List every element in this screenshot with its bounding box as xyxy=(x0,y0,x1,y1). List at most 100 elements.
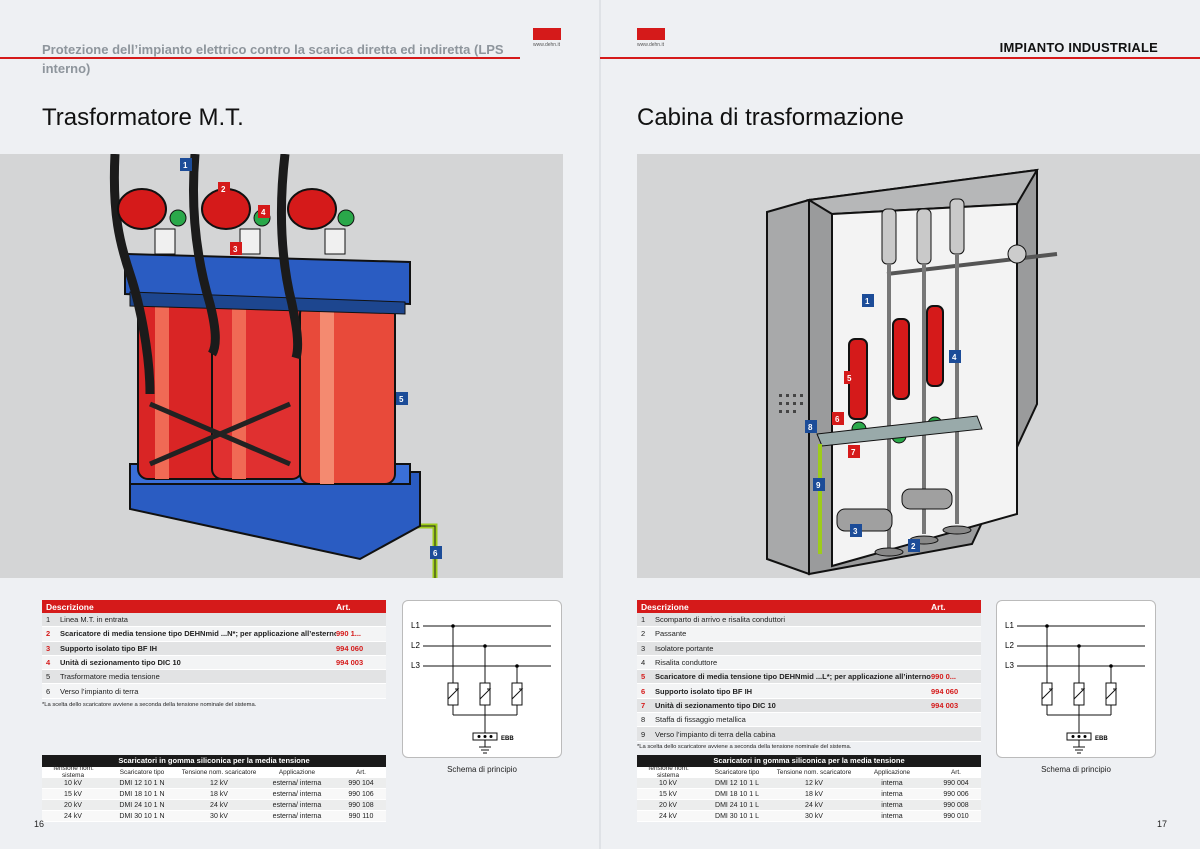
dehn-logo-right: www.dehn.it xyxy=(637,14,667,48)
description-cell-desc: Supporto isolato tipo BF IH xyxy=(60,643,158,653)
schema-drawing: L1 L2 L3 EBB xyxy=(1005,621,1145,754)
page-title-right: Cabina di trasformazione xyxy=(637,104,904,131)
description-cell-n: 7 xyxy=(641,700,646,710)
silicone-header-cell: Applicazione xyxy=(873,768,911,776)
tag-4: 4 xyxy=(949,350,961,363)
silicone-header-cell: Scaricatore tipo xyxy=(714,768,760,776)
description-cell-n: 2 xyxy=(641,629,646,639)
silicone-cell: 990 104 xyxy=(348,779,374,787)
description-cell-desc: Risalita conduttore xyxy=(655,658,718,668)
silicone-cell: interna xyxy=(881,790,903,798)
silicone-header-cell: Tensione nom. scaricatore xyxy=(181,768,257,776)
tag-6: 6 xyxy=(430,546,442,559)
tag-5: 5 xyxy=(844,371,856,384)
svg-text:1: 1 xyxy=(183,161,188,170)
silicone-cell: esterna/ interna xyxy=(272,790,322,798)
description-cell-art: 994 003 xyxy=(336,658,364,668)
transformer-drawing: 1 2 3 4 5 6 xyxy=(109,154,442,578)
schema-diagram-left: L1 L2 L3 EBB xyxy=(402,600,562,758)
silicone-cell: 990 006 xyxy=(943,790,969,798)
silicone-header-cell: Applicazione xyxy=(278,768,316,776)
description-cell-desc: Scaricatore di media tensione tipo DEHNm… xyxy=(60,629,336,639)
svg-text:7: 7 xyxy=(851,448,856,457)
silicone-cell: 24 kV xyxy=(64,812,82,820)
tag-1: 1 xyxy=(180,158,192,171)
tag-3: 3 xyxy=(230,242,242,255)
svg-text:EBB: EBB xyxy=(501,736,514,742)
silicone-cell: 990 108 xyxy=(348,801,374,809)
tag-4: 4 xyxy=(258,205,270,218)
description-cell-n: 5 xyxy=(46,672,51,682)
silicone-cell: interna xyxy=(881,812,903,820)
silicone-header-cell: Tensione nom. scaricatore xyxy=(776,768,852,776)
silicone-cell: 18 kV xyxy=(210,790,228,798)
description-row: 5 Trasformatore media tensione xyxy=(42,670,386,685)
svg-text:6: 6 xyxy=(835,415,840,424)
silicone-cell: DMI 24 10 1 L xyxy=(715,801,759,809)
silicone-cell: 24 kV xyxy=(805,801,823,809)
silicone-cell: 10 kV xyxy=(64,779,82,787)
description-cell-art: 990 1... xyxy=(336,629,362,639)
silicone-cell: 24 kV xyxy=(210,801,228,809)
silicone-header-cell: Art. xyxy=(951,768,961,776)
svg-text:1: 1 xyxy=(865,297,870,306)
silicone-cell: 15 kV xyxy=(659,790,677,798)
dehn-logo-left: www.dehn.it xyxy=(533,14,563,48)
substation-illustration: 1 2 3 4 5 6 7 8 9 xyxy=(637,154,1200,578)
description-cell-desc: Trasformatore media tensione xyxy=(60,672,160,682)
silicone-cell: 10 kV xyxy=(659,779,677,787)
footnote-right: *La scelta dello scaricatore avviene a s… xyxy=(637,744,852,750)
silicone-cell: DMI 12 10 1 L xyxy=(715,779,759,787)
silicone-cell: 15 kV xyxy=(64,790,82,798)
silicone-cell: 990 010 xyxy=(943,812,969,820)
description-cell-n: 5 xyxy=(641,672,646,682)
svg-text:4: 4 xyxy=(261,208,266,217)
logo-flag-icon xyxy=(533,28,561,40)
page-gutter xyxy=(599,0,601,849)
description-cell-n: 6 xyxy=(46,686,51,696)
substation-drawing: 1 2 3 4 5 6 7 8 9 xyxy=(766,168,1058,576)
silicone-cell: 990 106 xyxy=(348,790,374,798)
svg-text:L1: L1 xyxy=(411,621,420,630)
logo-flag-icon xyxy=(637,28,665,40)
svg-text:5: 5 xyxy=(847,374,852,383)
header-rule-right xyxy=(600,57,1200,59)
description-cell-art: 990 0... xyxy=(931,672,957,682)
page-title-left: Trasformatore M.T. xyxy=(42,104,244,131)
schema-caption-right: Schema di principio xyxy=(1041,765,1111,774)
silicone-cell: DMI 24 10 1 N xyxy=(119,801,165,809)
silicone-header-cell: Tensione nom. sistema xyxy=(647,765,689,779)
description-row: 6 Verso l’impianto di terra xyxy=(42,684,386,699)
description-cell-desc: Unità di sezionamento tipo DIC 10 xyxy=(60,658,181,668)
svg-text:EBB: EBB xyxy=(1095,736,1108,742)
silicone-cell: DMI 18 10 1 N xyxy=(119,790,165,798)
svg-text:L3: L3 xyxy=(411,661,420,670)
section-title: IMPIANTO INDUSTRIALE xyxy=(999,40,1158,55)
svg-text:L1: L1 xyxy=(1005,621,1014,630)
silicone-cell: DMI 18 10 1 L xyxy=(715,790,759,798)
silicone-header-cell: Tensione nom. sistema xyxy=(52,765,94,779)
tag-3: 3 xyxy=(850,524,862,537)
description-cell-art: 994 060 xyxy=(336,643,364,653)
description-cell-n: 1 xyxy=(641,615,646,625)
svg-text:4: 4 xyxy=(952,353,957,362)
schema-caption-left: Schema di principio xyxy=(447,765,517,774)
silicone-table-header: Tensione nom. sistema Scaricatore tipo Ten… xyxy=(637,765,981,779)
description-cell-desc: Linea M.T. in entrata xyxy=(60,615,128,625)
description-cell-n: 8 xyxy=(641,715,646,725)
description-cell-desc: Verso l’impianto di terra della cabina xyxy=(655,729,776,739)
description-cell-desc: Verso l’impianto di terra xyxy=(60,686,139,696)
